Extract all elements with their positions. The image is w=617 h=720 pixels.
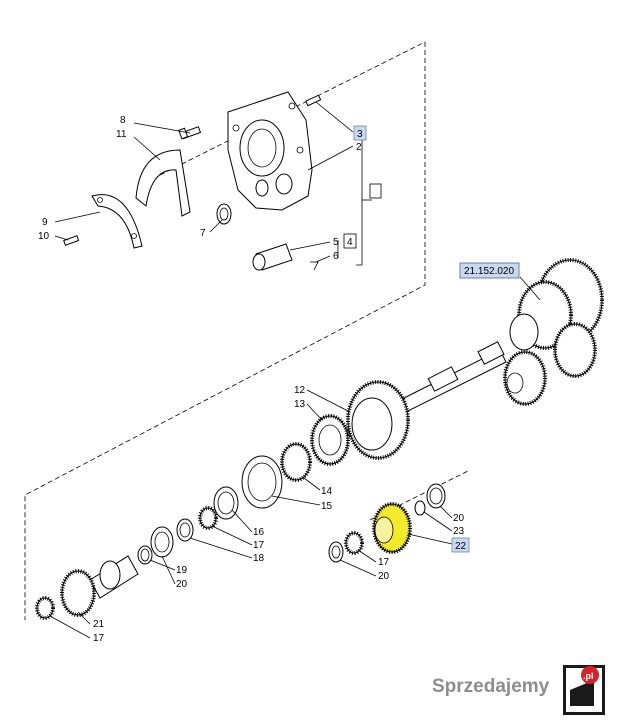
needle-bearing <box>280 442 312 482</box>
callout-5: 5 <box>333 237 339 248</box>
callout-7: 7 <box>200 228 206 239</box>
gear-sleeve <box>310 414 350 466</box>
callout-21: 21 <box>93 619 105 630</box>
callout-23: 23 <box>453 526 465 537</box>
callout-16: 16 <box>253 527 265 538</box>
callout-8: 8 <box>120 115 126 126</box>
callout-box-1 <box>369 183 382 199</box>
housing-plate <box>227 91 313 211</box>
gear-washer <box>414 500 426 516</box>
half-ring-plate <box>91 194 143 249</box>
reference-link-box[interactable]: 21.152.020 <box>459 262 520 279</box>
gear-washer-2 <box>328 541 344 563</box>
callout-15: 15 <box>321 501 333 512</box>
callout-20-gear-washer: 20 <box>378 571 390 582</box>
gear-ring <box>426 483 446 509</box>
callout-labels: 1 2 5 6 7 8 11 9 10 12 13 14 15 16 17 18… <box>38 115 465 644</box>
callout-18: 18 <box>253 553 265 564</box>
callout-2: 2 <box>356 142 362 153</box>
gear-bearing <box>344 531 364 555</box>
gear-shaft-assembly <box>399 258 604 413</box>
watermark: Sprzedajemy .pl <box>432 665 605 715</box>
reference-link-label: 21.152.020 <box>464 266 514 277</box>
callout-14: 14 <box>321 486 333 497</box>
washer <box>150 526 174 558</box>
shaft-pin <box>252 243 319 271</box>
callout-6: 6 <box>333 251 339 262</box>
callout-10: 10 <box>38 231 50 242</box>
retaining-ring <box>137 545 153 565</box>
snap-ring <box>216 203 232 225</box>
bolt <box>178 126 202 140</box>
thrust-washer <box>213 486 239 520</box>
highlighted-gear[interactable] <box>372 502 412 554</box>
callout-13: 13 <box>294 399 306 410</box>
callout-19: 19 <box>176 565 188 576</box>
small-bearing <box>198 506 218 530</box>
small-bolt <box>63 235 80 246</box>
circlip <box>176 518 194 542</box>
callout-9: 9 <box>42 217 48 228</box>
synchro-hub <box>346 380 410 460</box>
input-shaft-gear <box>60 555 139 617</box>
svg-text:4: 4 <box>347 237 353 248</box>
callout-11: 11 <box>116 129 127 140</box>
callout-17: 17 <box>253 540 265 551</box>
callout-box-3[interactable]: 3 <box>353 125 367 141</box>
leader-lines <box>49 101 541 639</box>
watermark-text: Sprzedajemy <box>432 676 550 697</box>
bookmark-arrow-logo-icon: .pl <box>563 665 605 715</box>
callout-box-22[interactable]: 22 <box>451 537 470 553</box>
logo-suffix: .pl <box>583 671 594 681</box>
callout-17-shaft-end: 17 <box>93 633 105 644</box>
dowel-pin <box>305 94 322 107</box>
callout-12: 12 <box>294 385 306 396</box>
shaft-end-bearing <box>35 596 55 620</box>
half-ring-gasket <box>135 149 191 217</box>
svg-text:22: 22 <box>455 541 467 552</box>
callout-20-gear-ring: 20 <box>453 513 465 524</box>
callout-20: 20 <box>176 579 188 590</box>
bearing-race <box>241 455 283 509</box>
callout-box-4: 4 <box>343 233 357 249</box>
svg-text:3: 3 <box>357 129 363 140</box>
callout-17-gear-bearing: 17 <box>378 557 390 568</box>
